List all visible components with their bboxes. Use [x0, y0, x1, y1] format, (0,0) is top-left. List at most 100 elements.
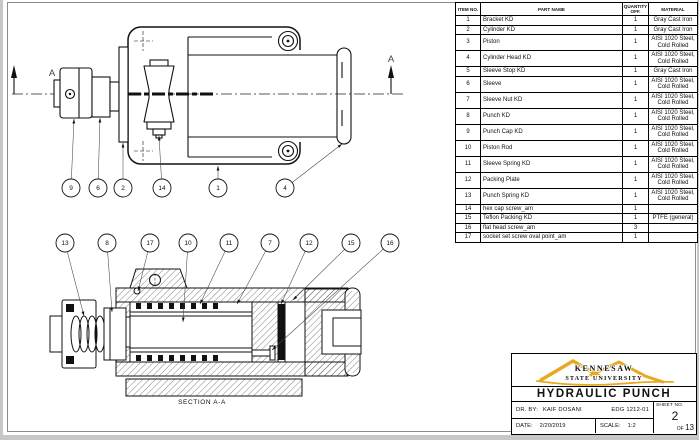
balloon-number: 6 — [96, 185, 100, 192]
balloon-callout — [341, 233, 361, 253]
balloon-callout — [61, 178, 81, 198]
scale-label: SCALE: — [600, 422, 621, 429]
balloon-callout — [380, 233, 400, 253]
material-cell — [648, 222, 698, 233]
ksu-logo: KENNESAW STATE UNIVERSITY — [512, 354, 696, 386]
date-value: 2/20/2019 — [539, 422, 566, 429]
part-name-cell: Punch Spring KD — [480, 187, 623, 205]
course-code: EDG 1212-01 — [611, 406, 649, 413]
item-no-cell: 3 — [455, 34, 481, 51]
item-no-cell: 14 — [455, 203, 481, 214]
balloon-number: 2 — [121, 185, 125, 192]
section-view-label: SECTION A-A — [178, 399, 226, 406]
part-name-cell: socket set screw oval point_am — [480, 232, 623, 243]
balloon-number: 10 — [184, 240, 192, 247]
material-cell: AISI 1020 Steel, Cold Rolled — [648, 123, 698, 141]
part-name-cell: Sleeve Spring KD — [480, 155, 623, 173]
balloon-number: 14 — [158, 185, 166, 192]
drawn-by-row: DR. BY: KAIF DOSANI EDG 1212-01 — [512, 402, 653, 419]
quantity-cell: 1 — [622, 15, 649, 26]
scale-value: 1:2 — [627, 422, 636, 429]
balloon-number: 1 — [216, 185, 220, 192]
item-no-cell: 4 — [455, 50, 481, 67]
item-no-cell: 12 — [455, 171, 481, 189]
balloon-callout — [178, 233, 198, 253]
quantity-cell: 1 — [622, 232, 649, 243]
balloon-callout — [260, 233, 280, 253]
item-no-cell: 13 — [455, 187, 481, 205]
balloon-callout — [275, 178, 295, 198]
header-part-name: PART NAME — [480, 2, 623, 16]
item-no-cell: 8 — [455, 107, 481, 125]
material-cell: Gray Cast Iron — [648, 24, 698, 35]
item-no-cell: 11 — [455, 155, 481, 173]
item-no-cell: 16 — [455, 222, 481, 233]
balloon-number: 8 — [105, 240, 109, 247]
material-cell — [648, 203, 698, 214]
drawn-by-label: DR. BY: — [516, 406, 539, 413]
quantity-cell: 1 — [622, 91, 649, 109]
header-material: MATERIAL — [648, 2, 698, 16]
parts-table-header-row: ITEM NO. PART NAME QUANTITY OFF. MATERIA… — [455, 2, 698, 16]
balloon-callout — [88, 178, 108, 198]
material-cell: Gray Cast Iron — [648, 66, 698, 77]
item-no-cell: 5 — [455, 66, 481, 77]
balloon-callout — [299, 233, 319, 253]
quantity-cell: 1 — [622, 75, 649, 93]
part-name-cell: Cylinder Head KD — [480, 50, 623, 67]
material-cell — [648, 232, 698, 243]
balloon-callout — [113, 178, 133, 198]
part-name-cell: Punch Cap KD — [480, 123, 623, 141]
item-no-cell: 15 — [455, 213, 481, 224]
part-name-cell: Sleeve Nut KD — [480, 91, 623, 109]
quantity-cell: 1 — [622, 107, 649, 125]
item-no-cell: 2 — [455, 24, 481, 35]
assembly-view — [11, 26, 404, 165]
balloon-number: 16 — [386, 240, 394, 247]
balloon-number: 12 — [305, 240, 313, 247]
quantity-cell: 1 — [622, 34, 649, 51]
material-cell: AISI 1020 Steel, Cold Rolled — [648, 107, 698, 125]
sheet-number-cell: SHEET NO. 2 OF 13 — [653, 402, 696, 433]
balloon-number: 9 — [69, 185, 73, 192]
quantity-cell: 3 — [622, 222, 649, 233]
balloon-callout — [219, 233, 239, 253]
university-name-line2: STATE UNIVERSITY — [565, 375, 642, 382]
material-cell: AISI 1020 Steel, Cold Rolled — [648, 91, 698, 109]
balloon-callout — [55, 233, 75, 253]
balloon-callout — [152, 178, 172, 198]
part-name-cell: Packing Plate — [480, 171, 623, 189]
material-cell: AISI 1020 Steel, Cold Rolled — [648, 171, 698, 189]
scale-cell: SCALE: 1:2 — [596, 419, 653, 433]
balloon-number: 17 — [146, 240, 154, 247]
part-name-cell: hex cap screw_am — [480, 203, 623, 214]
sheet-of-total: OF 13 — [676, 423, 694, 432]
item-no-cell: 1 — [455, 15, 481, 26]
quantity-cell: 1 — [622, 50, 649, 67]
item-no-cell: 10 — [455, 139, 481, 157]
part-name-cell: flat head screw_am — [480, 222, 623, 233]
balloon-callout — [208, 178, 228, 198]
part-name-cell: Teflon Packing KD — [480, 213, 623, 224]
quantity-cell: 1 — [622, 155, 649, 173]
material-cell: AISI 1020 Steel, Cold Rolled — [648, 187, 698, 205]
drawn-by-value: KAIF DOSANI — [542, 406, 582, 413]
balloon-callout — [140, 233, 160, 253]
material-cell: AISI 1020 Steel, Cold Rolled — [648, 50, 698, 67]
